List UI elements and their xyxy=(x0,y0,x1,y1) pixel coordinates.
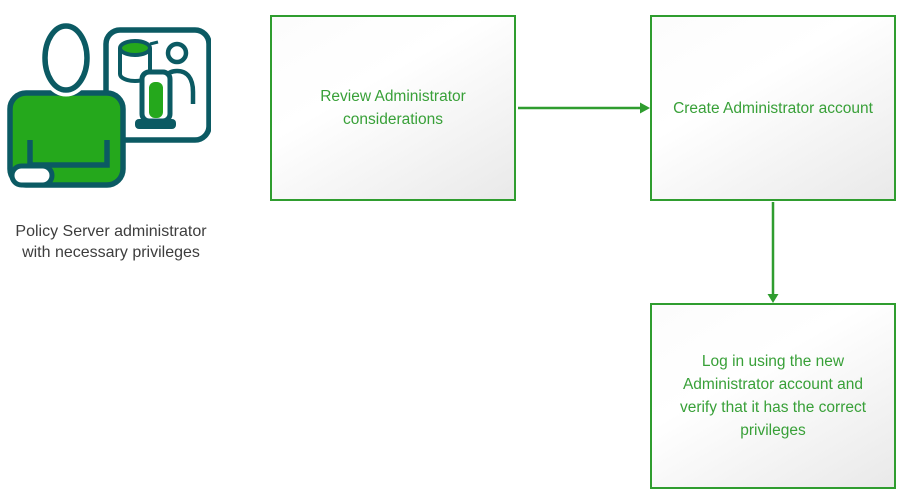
administrator-illustration xyxy=(7,19,212,188)
step-label: Review Administrator considerations xyxy=(320,88,466,128)
arrow-step1-to-step2 xyxy=(518,102,650,114)
policy-server-administrator-icon xyxy=(6,8,212,190)
icon-caption: Policy Server administrator with necessa… xyxy=(15,223,207,261)
step-label: Create Administrator account xyxy=(673,99,873,117)
step-review-administrator-considerations: Review Administrator considerations xyxy=(270,15,516,201)
step-label: Log in using the new Administrator accou… xyxy=(679,353,867,439)
server-tower-icon xyxy=(135,69,176,129)
administrator-figure-icon xyxy=(7,19,126,188)
step-login-verify-privileges: Log in using the new Administrator accou… xyxy=(650,303,896,489)
arrow-step2-to-step3 xyxy=(767,202,779,303)
step-create-administrator-account: Create Administrator account xyxy=(650,15,896,201)
